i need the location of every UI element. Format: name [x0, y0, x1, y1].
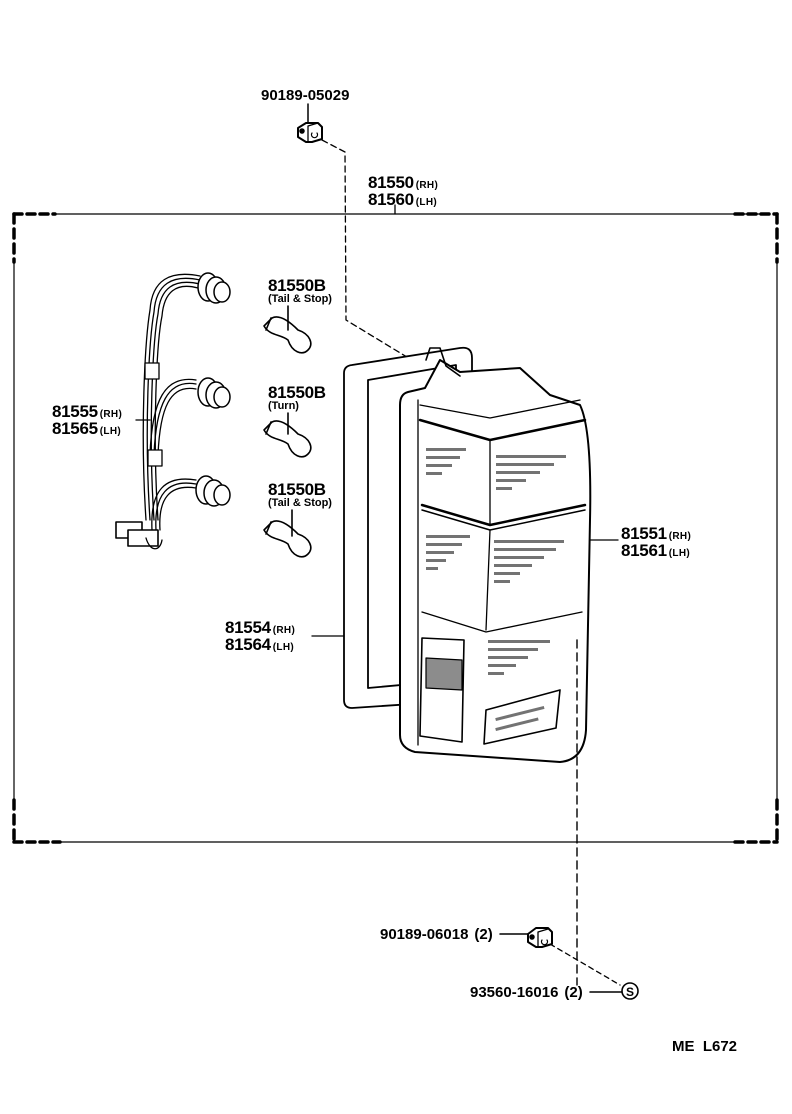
lamp-assy-rh-part-number: 81550 — [368, 173, 414, 192]
bulb-upper-note: (Tail & Stop) — [268, 293, 332, 305]
bulb-icon-lower — [263, 509, 312, 558]
bulb-turn-part-number: 81550B — [268, 383, 326, 402]
bulb-turn-note: (Turn) — [268, 400, 299, 412]
bulb-upper-label: 81550B (Tail & Stop) — [268, 277, 332, 305]
bulb-lower-note: (Tail & Stop) — [268, 497, 332, 509]
lens-label: 81551(RH) 81561(LH) — [621, 525, 691, 559]
bulb-lower-label: 81550B (Tail & Stop) — [268, 481, 332, 509]
side-rh: (RH) — [272, 625, 296, 636]
assembly-frame — [12, 212, 779, 844]
bulb-icon-turn — [263, 412, 312, 458]
lens-lh-part-number: 81561 — [621, 541, 667, 560]
screw-label: 93560-16016 (2) — [470, 985, 583, 1000]
side-rh: (RH) — [99, 409, 123, 420]
clip-icon-bottom — [499, 927, 553, 948]
bulb-upper-part-number: 81550B — [268, 276, 326, 295]
tail-lamp-body-icon — [399, 347, 592, 763]
bulb-lower-part-number: 81550B — [268, 480, 326, 499]
lamp-assy-lh-part-number: 81560 — [368, 190, 414, 209]
harness-rh-part-number: 81555 — [52, 402, 98, 421]
bulb-turn-label: 81550B (Turn) — [268, 384, 326, 412]
gasket-rh-part-number: 81554 — [225, 618, 271, 637]
lens-rh-part-number: 81551 — [621, 524, 667, 543]
side-lh: (LH) — [668, 548, 690, 559]
svg-text:S: S — [626, 985, 634, 999]
screw-qty: (2) — [564, 984, 583, 1001]
gasket-label: 81554(RH) 81564(LH) — [225, 619, 295, 653]
clip-icon — [297, 103, 323, 143]
side-rh: (RH) — [668, 531, 692, 542]
side-rh: (RH) — [415, 180, 439, 191]
side-lh: (LH) — [99, 426, 121, 437]
clip-bottom-part-number: 90189-06018 — [380, 926, 469, 943]
wire-harness-icon — [115, 272, 231, 550]
bulb-icon-upper — [263, 305, 312, 354]
screw-part-number: 93560-16016 — [470, 984, 559, 1001]
gasket-lh-part-number: 81564 — [225, 635, 271, 654]
side-lh: (LH) — [415, 197, 437, 208]
clip-bottom-qty: (2) — [474, 926, 493, 943]
clip-bottom-label: 90189-06018 (2) — [380, 927, 493, 942]
clip-top-part-number: 90189-05029 — [261, 87, 350, 104]
harness-lh-part-number: 81565 — [52, 419, 98, 438]
lamp-assy-label: 81550(RH) 81560(LH) — [368, 174, 438, 208]
lens-texture — [426, 448, 566, 732]
side-lh: (LH) — [272, 642, 294, 653]
screw-symbol-icon: S — [589, 982, 639, 1000]
diagram-code: ME L672 — [672, 1038, 738, 1055]
harness-label: 81555(RH) 81565(LH) — [52, 403, 122, 437]
